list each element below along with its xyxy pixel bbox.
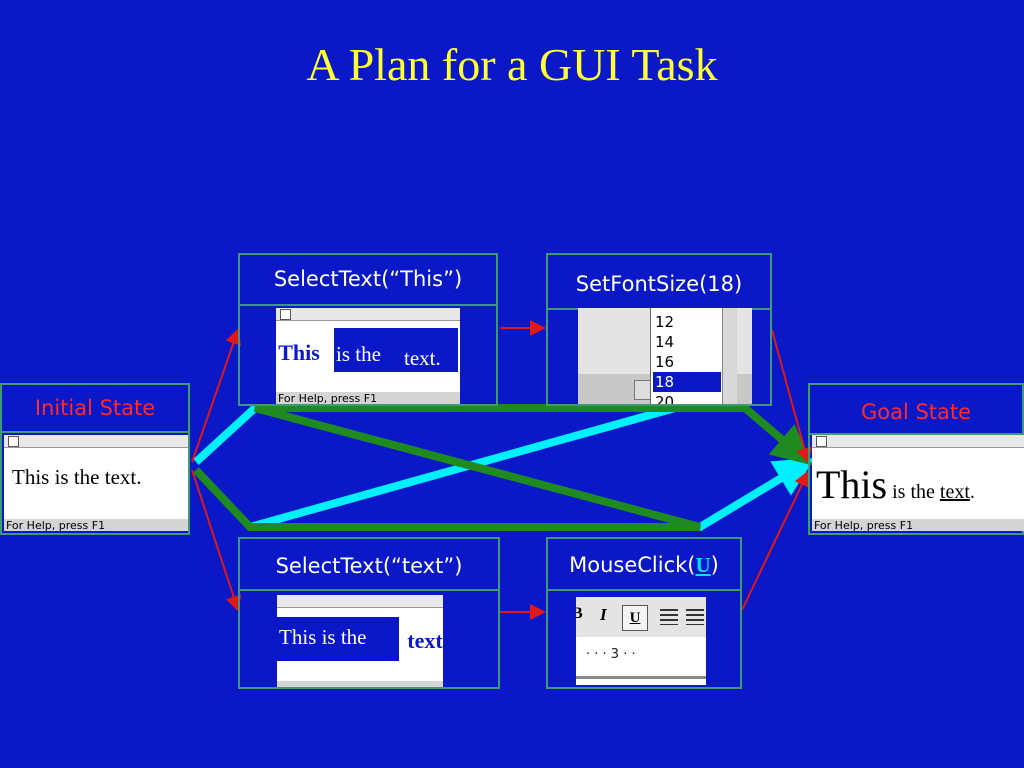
select-this-screenshot: This is the text. For Help, press F1	[276, 308, 460, 404]
goal-state-box: Goal State This is the text. For Help, p…	[808, 383, 1024, 535]
select-text-prefix: This is the	[279, 625, 367, 649]
selection-highlight	[334, 328, 458, 372]
ruler	[276, 308, 460, 321]
step-select-text-label: SelectText(“text”)	[240, 539, 498, 591]
arrow-mouseclick-to-goal	[741, 470, 810, 611]
step-mouse-click-label: MouseClick(U)	[548, 539, 740, 591]
tab-stop-icon	[280, 309, 291, 320]
tab-stop-icon	[816, 436, 827, 447]
ruler-area: · · · 3 · ·	[576, 637, 706, 685]
font-size-screenshot: 12 14 16 18 20	[578, 308, 752, 404]
font-size-option[interactable]: 20	[655, 393, 675, 404]
ruler-markings: · · · 3 · ·	[586, 647, 636, 662]
tab-stop-icon	[8, 436, 19, 447]
step-mouse-click-box: MouseClick(U) B I U · · · 3 · ·	[546, 537, 742, 689]
align-left-icon[interactable]	[660, 609, 678, 625]
initial-state-screenshot: This is the text. For Help, press F1	[4, 435, 188, 531]
font-size-option[interactable]: 12	[655, 313, 675, 331]
ruler-line	[576, 676, 706, 679]
step-select-this-box: SelectText(“This”) This is the text. For…	[238, 253, 498, 406]
cyan-plan-path	[193, 404, 815, 531]
step-select-this-label: SelectText(“This”)	[240, 255, 496, 306]
font-size-option-selected[interactable]: 18	[653, 372, 721, 392]
goal-word-large: This	[816, 462, 888, 507]
list-scrollbar[interactable]	[722, 308, 737, 404]
goal-word-underlined: text	[939, 481, 970, 503]
step-set-font-size-label: SetFontSize(18)	[548, 255, 770, 310]
selected-word-text: text	[399, 619, 443, 663]
select-this-rest-2: text.	[404, 346, 441, 370]
status-bar: For Help, press F1	[276, 392, 460, 404]
goal-state-label: Goal State	[810, 385, 1022, 435]
mouse-click-prefix: MouseClick(	[569, 553, 696, 577]
status-bar: For Help, press F1	[4, 519, 188, 531]
goal-period: .	[969, 481, 975, 503]
arrow-initial-to-select-text	[191, 469, 242, 612]
align-center-icon[interactable]	[686, 609, 704, 625]
initial-state-box: Initial State This is the text. For Help…	[0, 383, 190, 535]
status-bar	[277, 681, 443, 687]
font-size-option[interactable]: 14	[655, 333, 675, 351]
ruler	[277, 595, 443, 608]
step-select-text-box: SelectText(“text”) This is the text	[238, 537, 500, 689]
initial-state-label: Initial State	[2, 385, 188, 433]
font-size-option[interactable]: 16	[655, 353, 675, 371]
arrow-fontsize-to-goal	[771, 329, 813, 464]
goal-middle-text: is the	[887, 481, 940, 503]
font-size-list[interactable]: 12 14 16 18 20	[650, 308, 737, 404]
green-plan-path	[193, 404, 813, 531]
arrow-initial-to-select-this	[191, 328, 241, 463]
italic-icon[interactable]: I	[600, 605, 607, 624]
goal-doc-text: This is the text.	[816, 461, 975, 508]
status-bar: For Help, press F1	[812, 519, 1024, 531]
selected-word-this: This	[276, 330, 334, 376]
bold-icon[interactable]: B	[576, 605, 583, 622]
initial-doc-text: This is the text.	[12, 465, 142, 489]
ruler	[812, 435, 1024, 448]
selection-highlight	[277, 617, 399, 661]
ruler	[4, 435, 188, 448]
select-text-screenshot: This is the text	[277, 595, 443, 687]
slide-title: A Plan for a GUI Task	[306, 39, 718, 90]
underline-button[interactable]: U	[622, 605, 648, 631]
mouse-click-suffix: )	[710, 553, 719, 577]
step-set-font-size-box: SetFontSize(18) 12 14 16 18 20	[546, 253, 772, 406]
toolbar-screenshot: B I U · · · 3 · ·	[576, 597, 706, 685]
select-this-rest-1: is the	[336, 342, 381, 366]
goal-state-screenshot: This is the text. For Help, press F1	[812, 435, 1024, 531]
underline-icon: U	[695, 553, 711, 577]
